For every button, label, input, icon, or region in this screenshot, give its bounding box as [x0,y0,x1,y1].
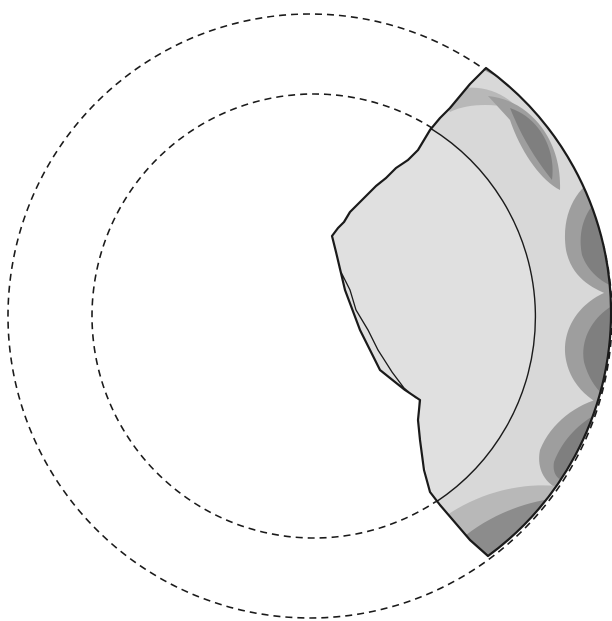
plate-fragment [332,60,612,570]
